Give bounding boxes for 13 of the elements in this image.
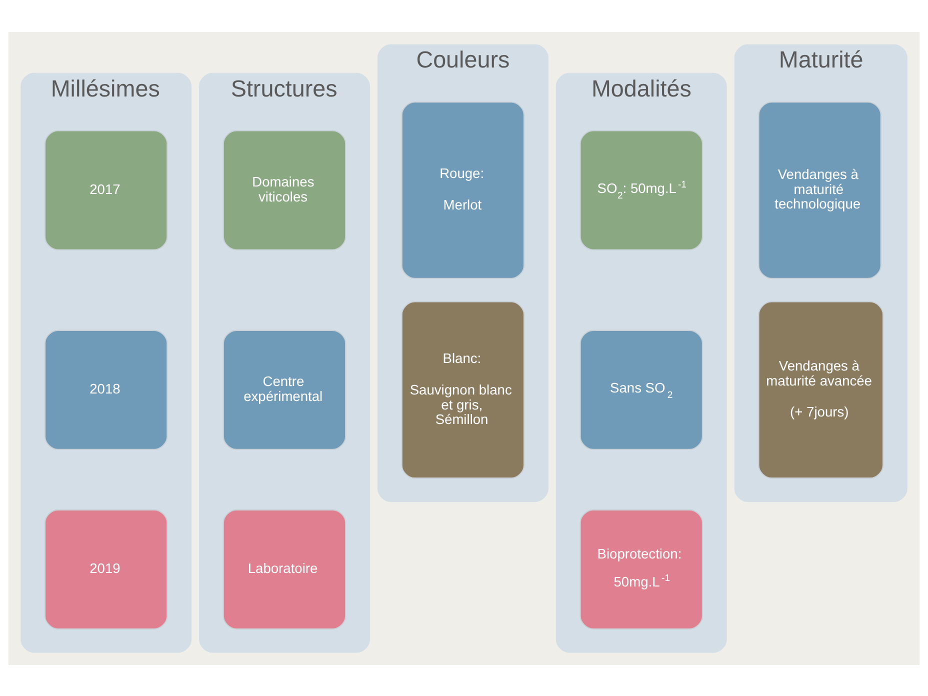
- node-box: Domaines viticoles: [222, 130, 346, 250]
- node-box: 2017: [44, 130, 168, 250]
- node-box: Laboratoire: [222, 508, 346, 629]
- node-box: SO$_{2}$: 50mg.L$^{-1}$: [580, 130, 703, 250]
- node-box: 2019: [44, 508, 168, 629]
- node-box: Sans SO$_{2}$: [580, 329, 703, 450]
- node-box: Rouge: Merlot: [401, 101, 525, 278]
- node-box: Vendanges à maturité technologique: [758, 101, 882, 278]
- node-box: Blanc: Sauvignon blanc et gris, Sémillon: [401, 300, 525, 478]
- node-box: Bioprotection: 50mg.L$^{-1}$: [580, 508, 703, 629]
- node-box: Centre expérimental: [222, 329, 346, 450]
- node-box: 2018: [44, 329, 168, 450]
- node-box: Vendanges à maturité avancée (+ 7jours): [758, 300, 884, 478]
